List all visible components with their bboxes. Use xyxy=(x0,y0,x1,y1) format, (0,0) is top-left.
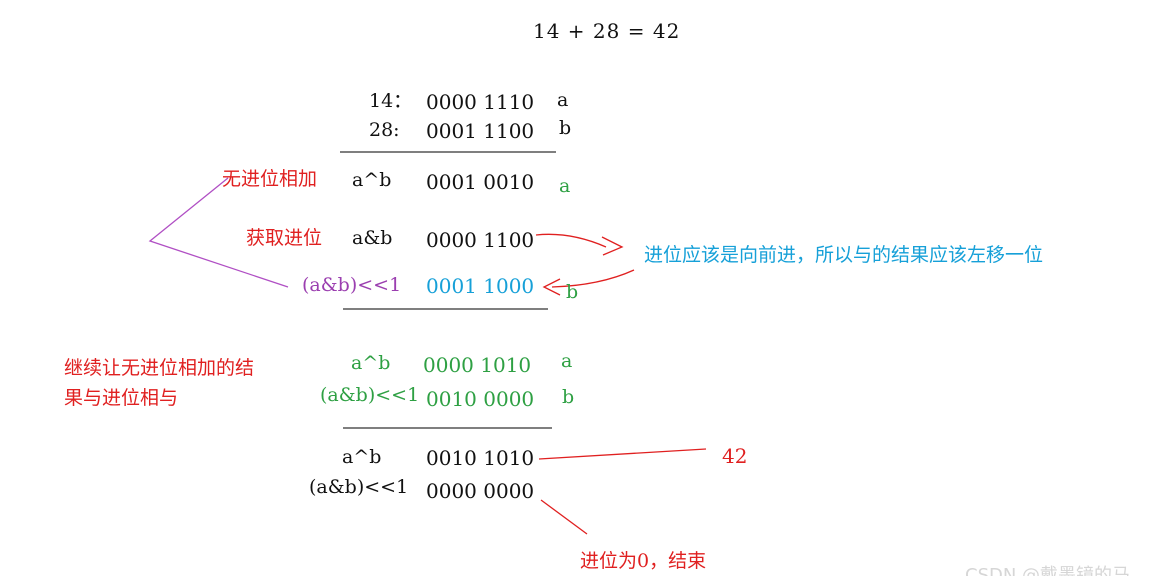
carry-arrow-head-back xyxy=(542,278,561,296)
and-note: 获取进位 xyxy=(246,227,323,249)
result-line xyxy=(538,448,707,460)
xor-op-1: a^b xyxy=(352,169,392,191)
value-a-var: a xyxy=(557,89,569,111)
carry-shift-note: 进位应该是向前进，所以与的结果应该左移一位 xyxy=(644,244,1044,266)
value-a-bits: 0000 1110 xyxy=(426,90,535,114)
xor-var-1: a xyxy=(559,175,571,197)
xor-note: 无进位相加 xyxy=(222,168,318,190)
and-op: a&b xyxy=(352,227,393,249)
carry-arrow-out xyxy=(535,233,607,248)
and-bits: 0000 1100 xyxy=(426,228,535,252)
xor-op-3: a^b xyxy=(342,446,382,468)
equation-title: 14 + 28 = 42 xyxy=(533,19,681,43)
value-b-bits: 0001 1100 xyxy=(426,119,535,143)
shift-bits-2: 0010 0000 xyxy=(426,387,535,411)
shift-var-2: b xyxy=(562,386,575,408)
xor-bits-3: 0010 1010 xyxy=(426,446,535,470)
shift-op-1: (a&b)<<1 xyxy=(302,274,402,296)
shift-op-3: (a&b)<<1 xyxy=(309,476,409,498)
shift-bits-3: 0000 0000 xyxy=(426,479,535,503)
end-line xyxy=(540,499,588,535)
csdn-watermark: CSDN @戴墨镜的马 xyxy=(965,565,1131,576)
end-note: 进位为0，结束 xyxy=(580,550,707,572)
shift-var-1: b xyxy=(566,281,579,303)
carry-arrow-back xyxy=(551,269,635,288)
value-a-label: 14： xyxy=(369,90,413,112)
continue-note-line-1: 继续让无进位相加的结 xyxy=(64,357,255,379)
value-b-var: b xyxy=(559,117,572,139)
continue-note-line-2: 果与进位相与 xyxy=(64,387,179,409)
xor-bits-2: 0000 1010 xyxy=(423,353,532,377)
xor-var-2: a xyxy=(561,350,573,372)
shift-op-2: (a&b)<<1 xyxy=(320,384,420,406)
xor-bits-1: 0001 0010 xyxy=(426,170,535,194)
shift-bits-1: 0001 1000 xyxy=(426,274,535,298)
result-value: 42 xyxy=(722,444,748,468)
carry-arrow-head-out xyxy=(601,236,624,256)
value-b-label: 28: xyxy=(369,119,400,141)
bracket-xor-to-shift xyxy=(148,177,289,288)
xor-op-2: a^b xyxy=(351,352,391,374)
